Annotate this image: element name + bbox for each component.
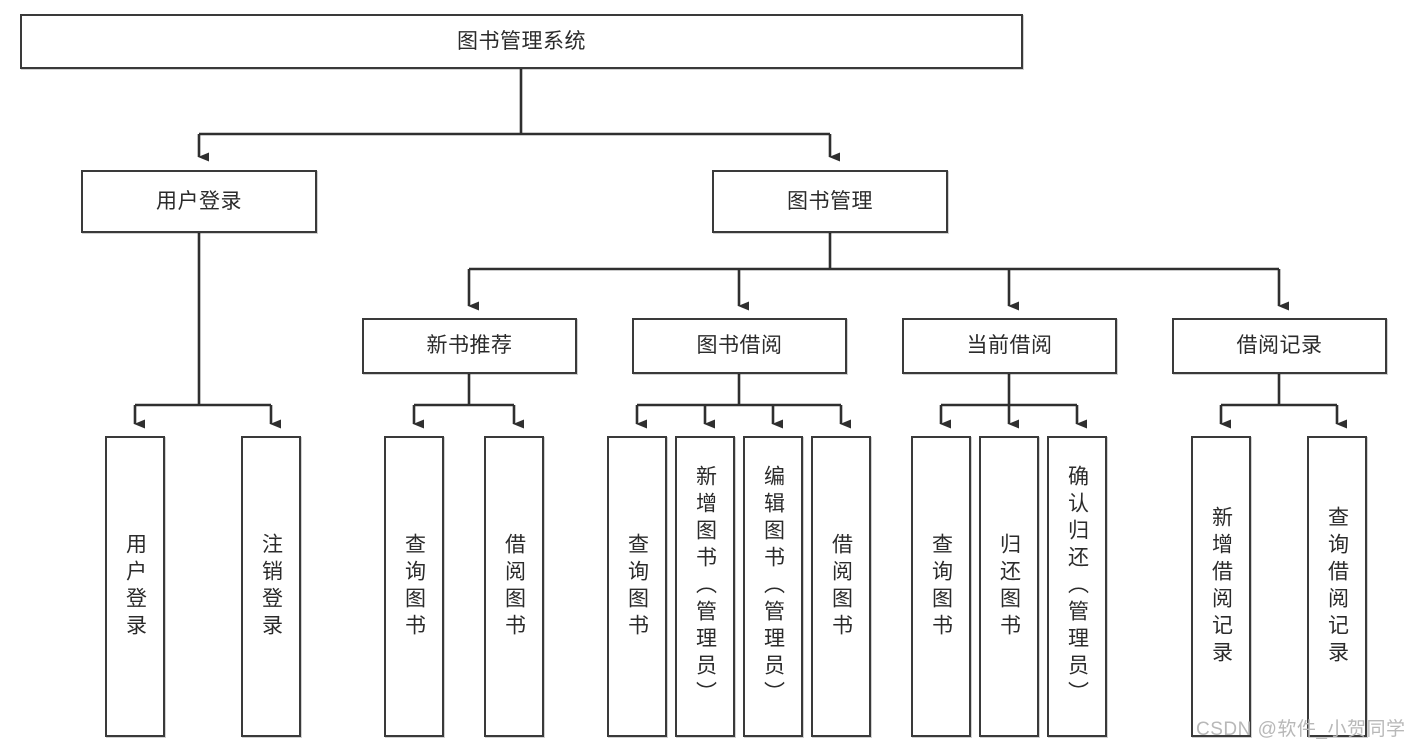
node-leaf-add-record[interactable]: 新增借阅记录 [1191, 436, 1251, 737]
node-leaf-query-book-3-label: 查询图书 [929, 532, 953, 641]
edges-borrowrecord-to-leaves [1219, 374, 1347, 429]
node-leaf-user-login[interactable]: 用户登录 [105, 436, 165, 737]
node-new-book-recommend[interactable]: 新书推荐 [362, 318, 577, 374]
node-leaf-add-record-label: 新增借阅记录 [1209, 505, 1233, 668]
node-current-borrow[interactable]: 当前借阅 [902, 318, 1117, 374]
node-leaf-query-book-2-label: 查询图书 [625, 532, 649, 641]
edges-currentborrow-to-leaves [939, 374, 1087, 429]
node-leaf-return-book[interactable]: 归还图书 [979, 436, 1039, 737]
node-book-borrow-label: 图书借阅 [696, 334, 783, 358]
node-leaf-edit-book[interactable]: 编辑图书（管理员） [743, 436, 803, 737]
node-leaf-query-record-label: 查询借阅记录 [1325, 505, 1349, 668]
node-leaf-borrow-book-2[interactable]: 借阅图书 [811, 436, 871, 737]
node-root[interactable]: 图书管理系统 [20, 14, 1023, 69]
node-borrow-record-label: 借阅记录 [1236, 334, 1323, 358]
node-leaf-return-book-label: 归还图书 [997, 532, 1021, 641]
node-user-login[interactable]: 用户登录 [81, 170, 317, 233]
node-leaf-confirm-return[interactable]: 确认归还（管理员） [1047, 436, 1107, 737]
node-leaf-query-book-3[interactable]: 查询图书 [911, 436, 971, 737]
node-book-management-label: 图书管理 [787, 189, 873, 213]
node-leaf-borrow-book-1[interactable]: 借阅图书 [484, 436, 544, 737]
edges-bookmgmt-to-level3 [467, 233, 1289, 311]
node-leaf-add-book[interactable]: 新增图书（管理员） [675, 436, 735, 737]
node-root-label: 图书管理系统 [457, 29, 586, 53]
node-leaf-add-book-label: 新增图书（管理员） [693, 465, 717, 708]
node-leaf-query-book-2[interactable]: 查询图书 [607, 436, 667, 737]
node-leaf-borrow-book-2-label: 借阅图书 [829, 532, 853, 641]
node-borrow-record[interactable]: 借阅记录 [1172, 318, 1387, 374]
node-new-book-recommend-label: 新书推荐 [426, 334, 513, 358]
node-leaf-edit-book-label: 编辑图书（管理员） [761, 465, 785, 708]
node-leaf-query-record[interactable]: 查询借阅记录 [1307, 436, 1367, 737]
node-leaf-query-book-1[interactable]: 查询图书 [384, 436, 444, 737]
csdn-watermark: CSDN @软件_小贺同学 [1196, 719, 1405, 740]
node-book-management[interactable]: 图书管理 [712, 170, 948, 233]
node-book-borrow[interactable]: 图书借阅 [632, 318, 847, 374]
node-leaf-confirm-return-label: 确认归还（管理员） [1065, 465, 1089, 708]
node-leaf-logout[interactable]: 注销登录 [241, 436, 301, 737]
node-leaf-user-login-label: 用户登录 [123, 532, 147, 641]
node-leaf-borrow-book-1-label: 借阅图书 [502, 532, 526, 641]
edges-userlogin-to-leaves [133, 233, 281, 429]
node-user-login-label: 用户登录 [156, 189, 242, 213]
edges-newbook-to-leaves [412, 374, 524, 429]
node-leaf-logout-label: 注销登录 [259, 532, 283, 641]
edges-root-to-level2 [197, 69, 840, 162]
node-leaf-query-book-1-label: 查询图书 [402, 532, 426, 641]
edges-bookborrow-to-leaves [635, 374, 851, 429]
node-current-borrow-label: 当前借阅 [966, 334, 1053, 358]
